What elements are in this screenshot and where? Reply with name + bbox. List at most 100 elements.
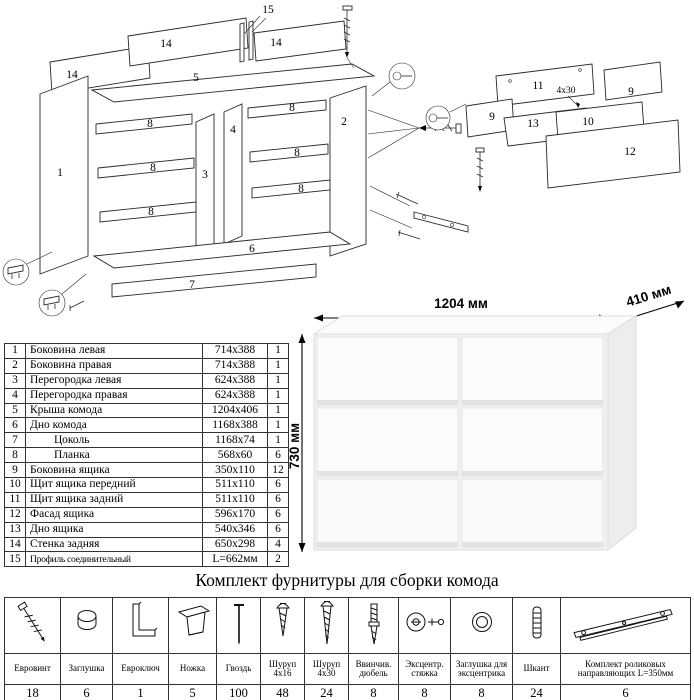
part-num: 12	[4, 506, 26, 523]
cam-lock-icon	[406, 612, 444, 632]
planks	[95, 99, 331, 223]
part-name: Стенка задняя	[25, 536, 203, 553]
part-size: 1204x406	[202, 402, 268, 419]
bottom-panel	[92, 231, 352, 269]
part-name: Боковина левая	[25, 343, 203, 359]
part-size: 714x388	[202, 343, 268, 359]
part-qty: 1	[267, 343, 289, 359]
part-label-14: 14	[160, 38, 172, 50]
connector-profiles	[239, 15, 267, 63]
hardware-name: Шуруп 4x30	[304, 653, 349, 685]
part-name: Перегородка левая	[25, 372, 203, 389]
dowel-screw-icon	[368, 603, 379, 645]
hardware-qty: 8	[348, 684, 399, 700]
part-label-14: 14	[270, 37, 282, 49]
hardware-name: Шуруп 4x16	[260, 653, 305, 685]
cam-bolt-detail	[371, 62, 416, 97]
hardware-names-row: Евровинт Заглушка Евроключ Ножка Гвоздь …	[4, 653, 691, 685]
hardware-qty: 48	[260, 684, 305, 700]
part-size: 596x170	[202, 506, 268, 523]
foot-detail-callouts	[2, 251, 87, 317]
part-size: 714x388	[202, 357, 268, 374]
foot-icon	[177, 605, 210, 636]
part-num: 8	[4, 447, 26, 464]
part-size: 568x60	[202, 447, 268, 464]
hardware-icon-cell	[398, 597, 451, 654]
dresser-body	[312, 315, 638, 552]
part-name: Щит ящика задний	[25, 491, 203, 508]
part-label-5: 5	[193, 72, 199, 84]
part-size: 1168x74	[202, 432, 268, 449]
hardware-name: Евровинт	[4, 653, 61, 685]
drawer-back-panel	[495, 63, 595, 107]
wood-dowel-icon	[532, 606, 541, 639]
slide-rail-callout	[369, 185, 469, 240]
part-qty: 2	[267, 551, 289, 568]
part-label-8: 8	[148, 206, 154, 218]
page-title: Комплект фурнитуры для сборки комода	[195, 570, 499, 590]
cam-cap-icon	[471, 612, 492, 632]
part-qty: 6	[267, 491, 289, 508]
hardware-icon-cell	[560, 597, 691, 654]
hardware-name: Заглушка для эксцентрика	[450, 653, 513, 685]
part-label-9: 9	[489, 111, 495, 123]
part-qty: 6	[267, 477, 289, 493]
hardware-qty: 18	[4, 684, 61, 700]
part-name: Фасад ящика	[25, 506, 203, 523]
hardware-name: Шкант	[512, 653, 561, 685]
part-name: Цоколь	[25, 432, 203, 449]
hardware-name: Эксцентр. стяжка	[398, 653, 451, 685]
product-render: 1204 мм 410 мм 730 мм	[287, 282, 692, 578]
part-name: Боковина ящика	[25, 462, 203, 479]
drawer-facade	[545, 119, 681, 189]
hex-key-icon	[132, 601, 157, 637]
part-label-10: 10	[582, 116, 594, 128]
part-name: Дно ящика	[25, 521, 203, 538]
part-num: 3	[4, 372, 26, 389]
part-num: 5	[4, 402, 26, 419]
part-size: L=662мм	[202, 551, 268, 568]
hardware-icon-cell	[260, 597, 305, 654]
hardware-name: Ввинчив. дюбель	[348, 653, 399, 685]
part-name: Перегородка правая	[25, 387, 203, 404]
part-label-8: 8	[298, 183, 304, 195]
part-name: Профиль соединительный	[25, 551, 203, 568]
hardware-name: Евроключ	[112, 653, 169, 685]
hardware-qty: 8	[450, 684, 513, 700]
dimension-height-label: 730 мм	[288, 423, 302, 469]
hardware-qty-row: 18 6 1 5 100 48 24 8 8 8 24 6	[4, 684, 691, 700]
hardware-name: Заглушка	[60, 653, 113, 685]
part-name: Планка	[25, 447, 203, 464]
part-size: 511x110	[202, 491, 268, 508]
top-panel	[90, 63, 376, 103]
hardware-qty: 24	[512, 684, 561, 700]
hardware-qty: 5	[168, 684, 217, 700]
part-label-8: 8	[150, 162, 156, 174]
part-num: 13	[4, 521, 26, 538]
part-qty: 6	[267, 447, 289, 464]
screw-size-callout: 4x30	[557, 86, 576, 96]
hardware-icon-cell	[304, 597, 349, 654]
hardware-icon-cell	[168, 597, 217, 654]
part-label-6: 6	[249, 243, 255, 255]
right-partition	[223, 103, 243, 245]
part-size: 540x346	[202, 521, 268, 538]
hardware-qty: 1	[112, 684, 169, 700]
part-label-8: 8	[294, 147, 300, 159]
part-qty: 6	[267, 506, 289, 523]
hardware-icon-cell	[216, 597, 261, 654]
part-size: 1168x388	[202, 417, 268, 434]
part-num: 4	[4, 387, 26, 404]
right-side-panel	[329, 85, 367, 257]
part-label-7: 7	[189, 279, 195, 291]
hardware-qty: 100	[216, 684, 261, 700]
